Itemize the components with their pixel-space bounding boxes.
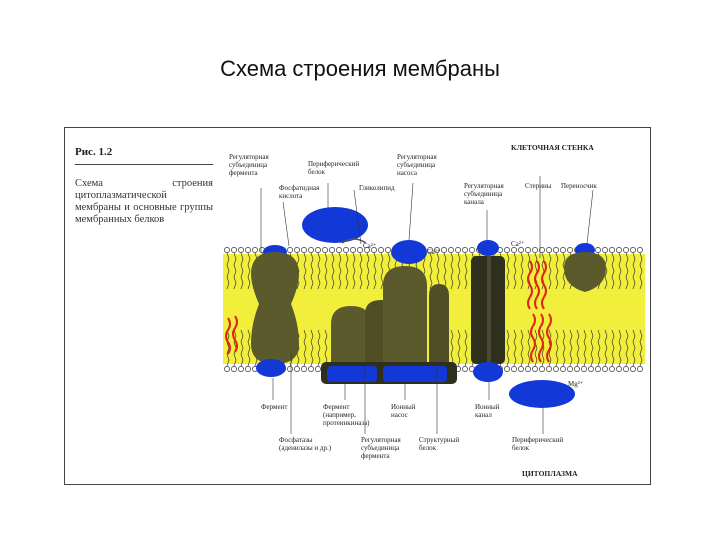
label-enzyme: Фермент xyxy=(261,403,287,411)
enzyme-protein xyxy=(251,245,299,377)
membrane-figure: Рис. 1.2 Схема строения цитоплазматическ… xyxy=(64,127,651,485)
peripheral-protein-top xyxy=(302,207,368,243)
label-ca-3: Ca²⁺ xyxy=(511,240,525,248)
label-mg: Mg²⁺ xyxy=(568,380,584,388)
ion-channel-protein xyxy=(471,240,505,382)
label-phosphatases: Фосфатазы(аденилазы и др.) xyxy=(279,436,332,452)
bottom-labels: Фермент Фермент(например,протеинкиназа) … xyxy=(261,403,578,478)
label-sterols: Стерины xyxy=(525,182,552,190)
label-carrier: Переносчик xyxy=(561,182,597,190)
label-ca-2: Ca²⁺ xyxy=(427,248,441,256)
label-cytoplasm: ЦИТОПЛАЗМА xyxy=(522,469,578,478)
label-cell-wall: КЛЕТОЧНАЯ СТЕНКА xyxy=(511,143,594,152)
label-enzyme-example: Фермент(например,протеинкиназа) xyxy=(323,403,370,427)
label-glycolipid: Гликолипид xyxy=(359,184,395,192)
peripheral-protein-bottom xyxy=(509,380,575,408)
label-ca-1: Ca²⁺ xyxy=(363,242,377,250)
slide-title: Схема строения мембраны xyxy=(0,56,720,82)
